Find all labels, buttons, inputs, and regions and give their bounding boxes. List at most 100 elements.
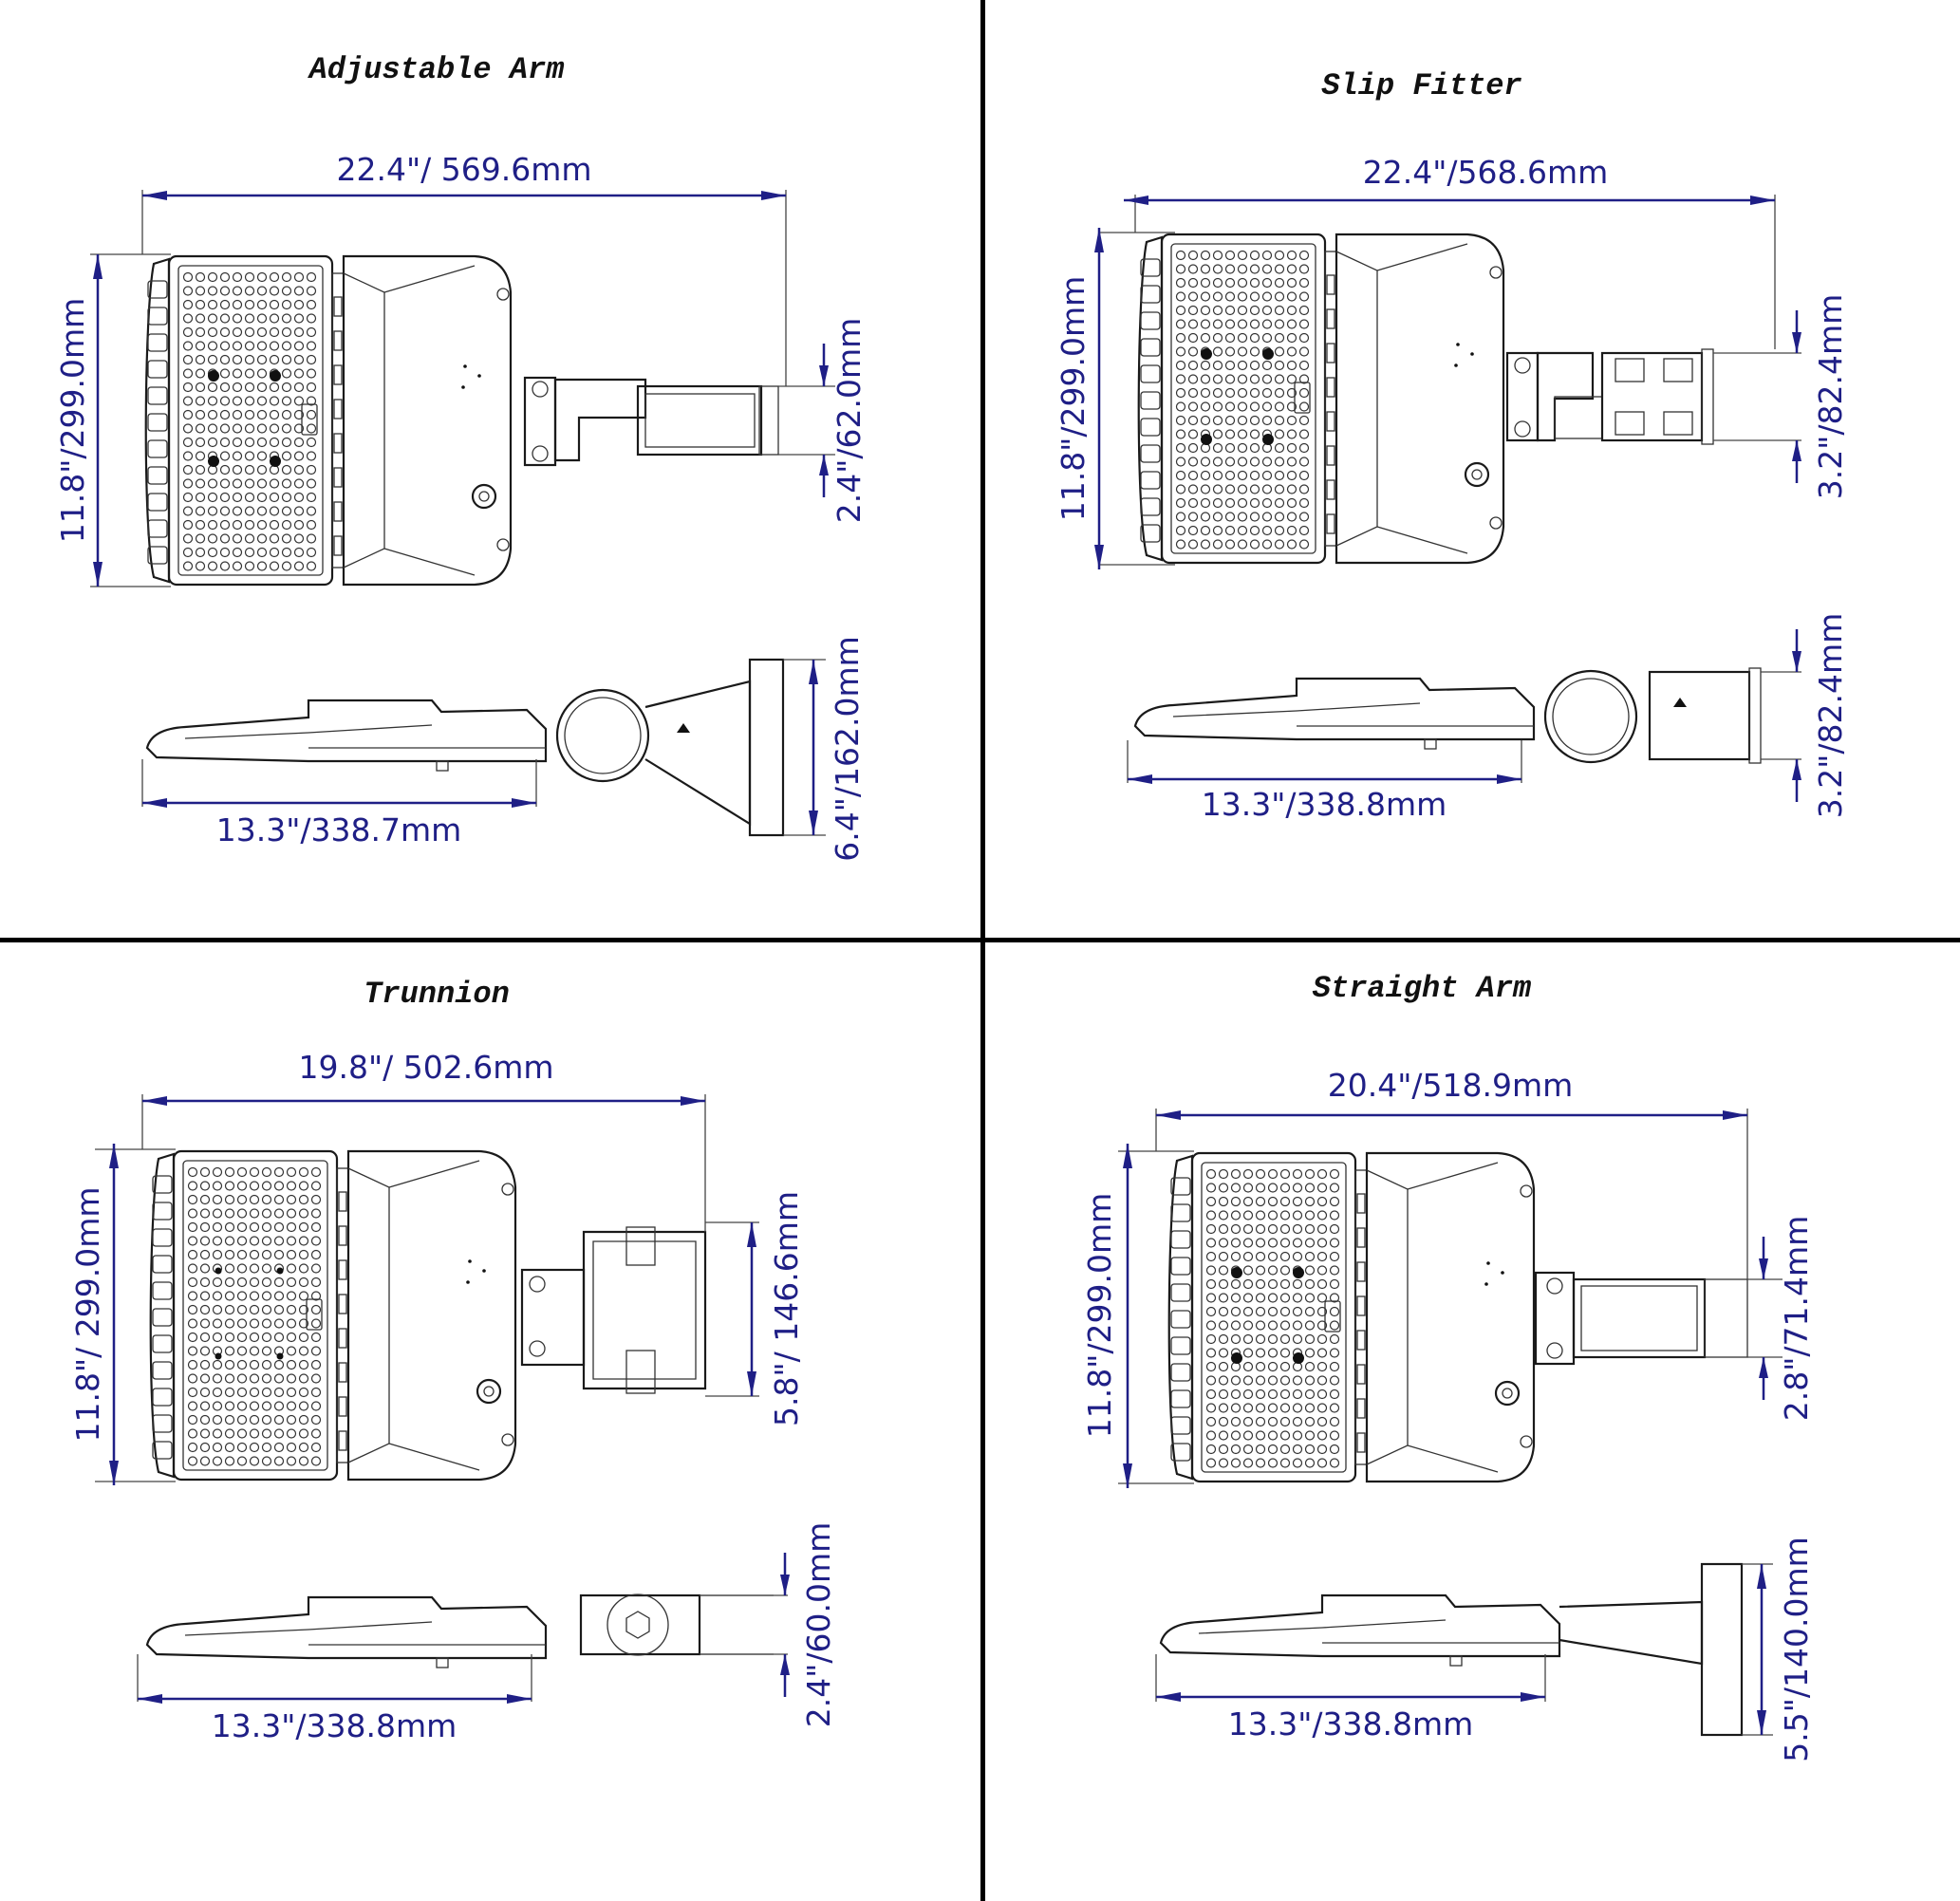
tilt-dial <box>1543 669 1638 764</box>
bolt <box>1449 1655 1463 1667</box>
led <box>224 1414 235 1426</box>
hinge-slot <box>1326 274 1335 295</box>
led <box>1292 1168 1303 1180</box>
led <box>281 506 292 516</box>
fin <box>1170 1177 1191 1196</box>
led <box>1187 374 1199 384</box>
fin <box>152 1308 173 1327</box>
hinge-slot <box>338 1328 347 1349</box>
led <box>1230 1293 1241 1303</box>
fin <box>147 280 168 299</box>
led <box>1298 484 1310 494</box>
led <box>219 492 231 503</box>
led <box>1267 1265 1279 1276</box>
led <box>1279 1430 1291 1441</box>
side-height-dimension-label: 2.4"/60.0mm <box>800 1522 837 1728</box>
led <box>1274 360 1285 371</box>
led <box>1267 1238 1279 1248</box>
led <box>1187 305 1199 316</box>
trunnion-bracket <box>582 1230 707 1390</box>
housing-edge <box>388 1443 480 1471</box>
led <box>1242 1278 1254 1290</box>
led <box>249 1428 260 1439</box>
led <box>224 1318 235 1329</box>
led <box>1200 415 1211 426</box>
led <box>281 299 292 310</box>
led <box>1175 291 1186 302</box>
hinge-slot <box>338 1396 347 1417</box>
led <box>1292 1444 1303 1455</box>
led <box>281 533 292 544</box>
led <box>1304 1210 1316 1221</box>
led <box>1261 374 1273 384</box>
led <box>1230 1168 1241 1180</box>
led <box>1212 470 1223 481</box>
led <box>1205 1168 1217 1180</box>
led <box>286 1387 297 1398</box>
led <box>1175 484 1186 494</box>
led <box>1205 1210 1217 1221</box>
arm-body <box>553 378 647 462</box>
led <box>1249 401 1260 412</box>
led <box>273 1373 285 1384</box>
led <box>1267 1348 1279 1358</box>
led <box>293 506 305 516</box>
led <box>306 313 317 324</box>
set-screw <box>1663 411 1693 436</box>
side-height-dimension-label: 5.5"/140.0mm <box>1778 1537 1815 1762</box>
led <box>232 423 243 434</box>
led <box>1255 1196 1266 1207</box>
led <box>1255 1416 1266 1427</box>
led <box>249 1263 260 1274</box>
led <box>182 519 194 531</box>
led <box>182 313 194 324</box>
led <box>1304 1238 1316 1248</box>
led <box>298 1221 309 1233</box>
led <box>1187 497 1199 509</box>
sensor-port <box>471 483 497 510</box>
led <box>281 286 292 296</box>
led <box>1230 1403 1241 1413</box>
led <box>1224 457 1236 467</box>
led <box>1218 1458 1229 1468</box>
led <box>1187 457 1199 467</box>
arm-clamp-inner <box>644 393 756 448</box>
led <box>1267 1333 1279 1345</box>
hinge-slot <box>1326 377 1335 398</box>
led <box>1316 1348 1328 1358</box>
led <box>236 1332 248 1343</box>
arrowhead-down <box>819 365 829 386</box>
led <box>1187 319 1199 329</box>
led <box>1267 1375 1279 1386</box>
led <box>187 1221 198 1233</box>
led <box>1298 442 1310 454</box>
led <box>298 1346 309 1356</box>
led <box>182 547 194 558</box>
led <box>1298 346 1310 357</box>
led <box>1200 374 1211 384</box>
led <box>199 1428 211 1439</box>
led <box>224 1401 235 1411</box>
arrowhead-top <box>1094 228 1104 252</box>
vent-dot <box>463 364 467 368</box>
led <box>212 1359 223 1370</box>
led <box>199 1221 211 1233</box>
led <box>1237 442 1248 454</box>
led <box>224 1208 235 1219</box>
led <box>310 1456 322 1466</box>
led <box>1237 525 1248 536</box>
led <box>273 1387 285 1398</box>
led <box>261 1442 272 1453</box>
led <box>1279 1238 1291 1248</box>
led <box>1200 512 1211 522</box>
arrowhead-right <box>761 191 786 200</box>
led <box>244 409 255 420</box>
led <box>1218 1444 1229 1455</box>
led <box>293 519 305 531</box>
led <box>293 451 305 461</box>
led <box>1224 525 1236 536</box>
led <box>1286 539 1297 550</box>
led <box>1292 1320 1303 1331</box>
led <box>212 1277 223 1288</box>
